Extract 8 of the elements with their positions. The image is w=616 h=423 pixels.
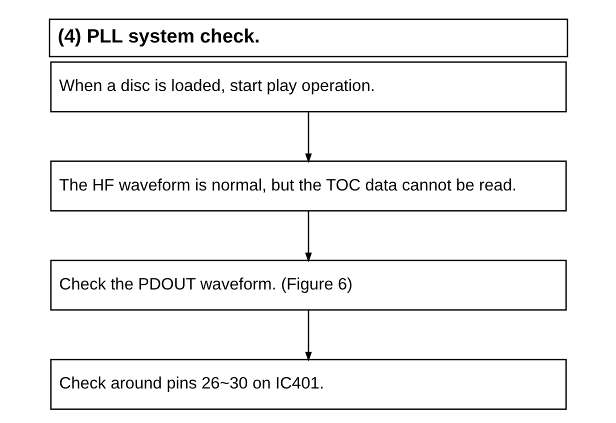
node-box: When a disc is loaded, start play operation. [50, 61, 566, 112]
node-box: Check the PDOUT waveform. (Figure 6) [50, 260, 566, 311]
node-box: Check around pins 26~30 on IC401. [50, 358, 566, 410]
arrow [304, 310, 312, 362]
arrow [304, 211, 312, 262]
node-box: The HF waveform is normal, but the TOC data cannot be read. [50, 160, 566, 212]
diagram-title: (4) PLL system check. [57, 26, 260, 48]
arrow [304, 112, 312, 164]
